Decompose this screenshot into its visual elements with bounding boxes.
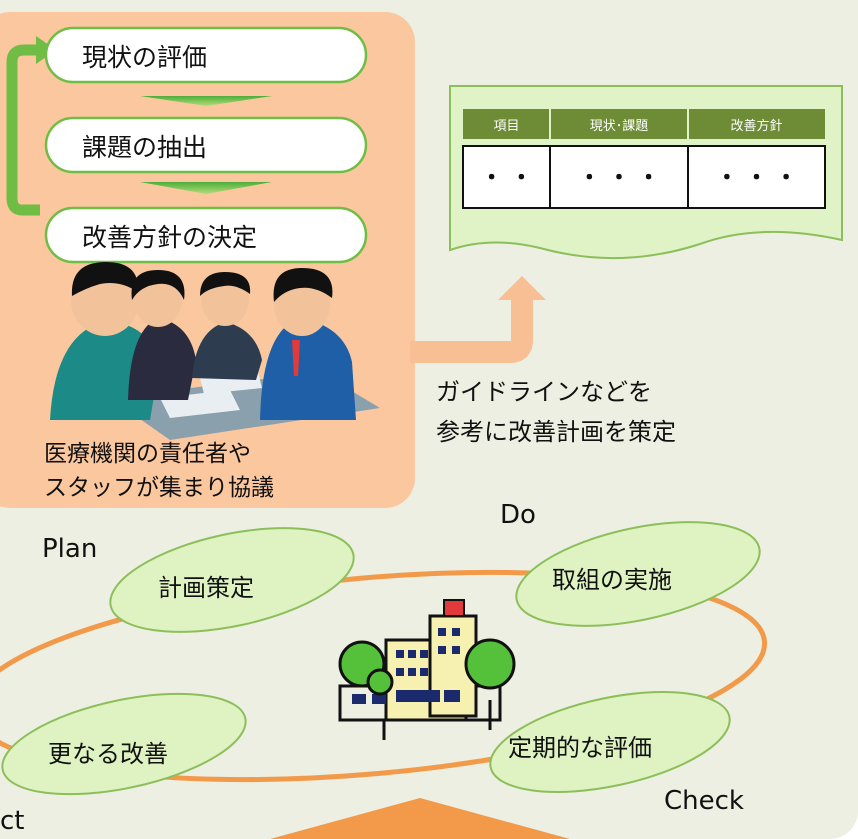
label-check: Check [664, 786, 744, 816]
table-header-row [463, 109, 825, 139]
connector-arrow-head-icon [498, 276, 546, 300]
meeting-illustration [50, 262, 380, 440]
bubble-act [1, 692, 247, 796]
table-header-status: 現状･課題 [589, 119, 649, 134]
step-extract-label: 課題の抽出 [82, 133, 208, 162]
table-cell-1: ・ ・ [480, 166, 533, 191]
table-header-policy: 改善方針 [730, 119, 783, 134]
step-decide-pill [44, 206, 368, 264]
bubble-plan [109, 527, 355, 633]
down-arrow-1-icon [140, 96, 272, 106]
stage-do-label: 取組の実施 [552, 566, 672, 594]
stage-plan-label: 計画策定 [158, 574, 254, 602]
label-act: ct [0, 806, 25, 836]
table-body-row [462, 145, 826, 209]
step-decide-label: 改善方針の決定 [82, 223, 258, 252]
meeting-caption-line2: スタッフが集まり協議 [44, 475, 274, 501]
table-cell-2: ・ ・ ・ [578, 166, 660, 191]
connector-arrow [410, 300, 533, 363]
guideline-note-line1: ガイドラインなどを [436, 378, 652, 406]
meeting-caption-line1: 医療機関の責任者や [44, 441, 251, 467]
down-arrow-2-icon [140, 182, 272, 194]
step-evaluate-pill [44, 26, 368, 84]
table-header-item: 項目 [493, 119, 520, 134]
table-cell-3: ・ ・ ・ [715, 166, 798, 191]
step-evaluate-label: 現状の評価 [82, 43, 208, 72]
bottom-arrow-icon [270, 798, 570, 839]
step-extract-pill [44, 116, 368, 174]
pdca-cycle-ring [0, 569, 768, 783]
stage-act-label: 更なる改善 [48, 740, 168, 768]
stage-check-label: 定期的な評価 [508, 734, 652, 762]
label-plan: Plan [42, 534, 98, 564]
guideline-note-line2: 参考に改善計画を策定 [436, 418, 676, 446]
hospital-icon [338, 599, 516, 740]
feedback-loop-arrow [6, 44, 40, 216]
bubble-check [489, 691, 731, 793]
label-do: Do [500, 500, 536, 530]
bubble-do [515, 521, 761, 627]
